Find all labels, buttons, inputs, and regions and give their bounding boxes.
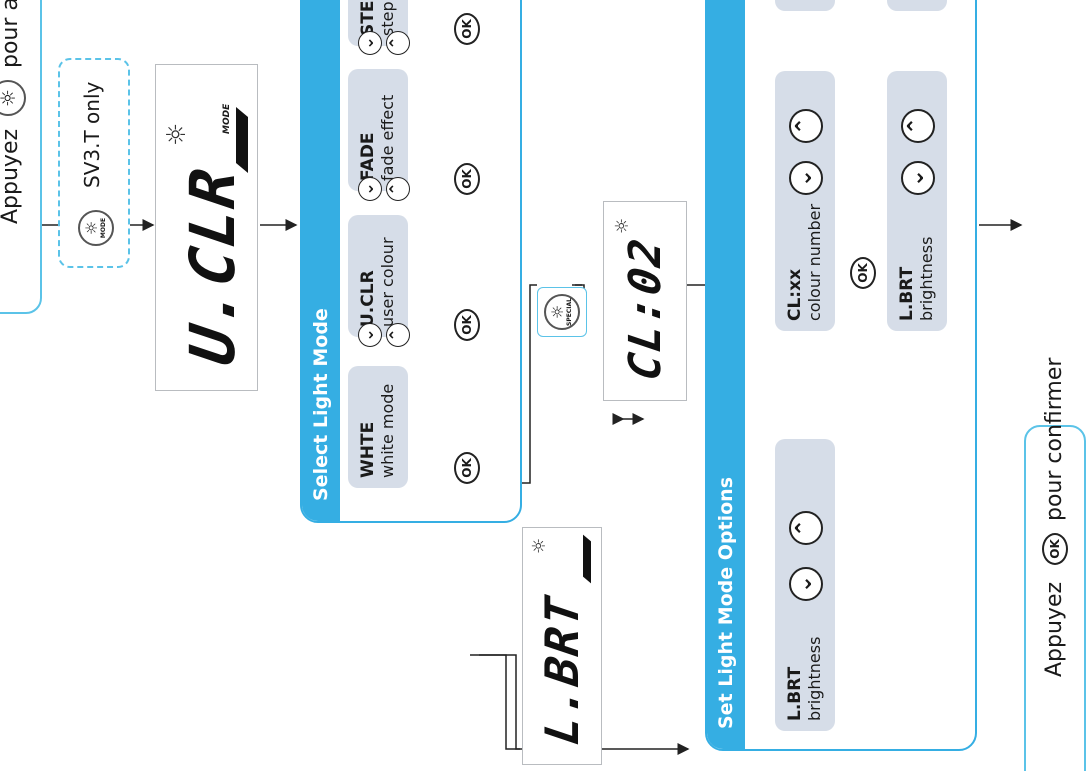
select-panel-title: Select Light Mode bbox=[302, 0, 340, 521]
select-mode-panel: Select Light Mode WHTE white mode U.CLR … bbox=[300, 0, 522, 523]
variant-note-text: SV3.T only bbox=[80, 81, 104, 188]
mode-code: U.CLR bbox=[358, 270, 378, 327]
colour-display-text: CL:02 bbox=[620, 233, 671, 384]
display-sun-icon: ☼ bbox=[162, 122, 192, 146]
mode-code: WHTE bbox=[358, 421, 378, 478]
chevron-up-icon: ⌃ bbox=[386, 177, 410, 201]
chevron-down-icon: ⌄ bbox=[789, 161, 823, 195]
ok-button-icon: OK bbox=[454, 163, 480, 195]
confirm-text-before: Appuyez bbox=[1042, 581, 1067, 677]
intro-box: Appuyez ☼ pour activer bbox=[0, 0, 42, 314]
chevron-down-icon: ⌄ bbox=[789, 567, 823, 601]
ok-button-icon: OK bbox=[454, 452, 480, 484]
option-box-fade-partial-2 bbox=[887, 0, 947, 11]
intro-text-before: Appuyez bbox=[0, 128, 23, 224]
option-box-colour-brightness: L.BRT brightness ⌄ ⌃ bbox=[887, 71, 947, 331]
chevron-up-icon: ⌃ bbox=[386, 323, 410, 347]
confirm-text-after: pour confirmer bbox=[1042, 357, 1067, 521]
chevron-up-icon: ⌃ bbox=[901, 109, 935, 143]
mode-button-icon: ☼MODE bbox=[78, 210, 114, 246]
option-box-colour-number: CL:xx colour number ⌄ ⌃ bbox=[775, 71, 835, 331]
display-sun-icon: ☼ bbox=[612, 217, 633, 234]
option-desc: l bbox=[805, 0, 824, 1]
mode-display-label: MODE bbox=[222, 103, 232, 134]
mode-box-fade: FADE fade effect bbox=[348, 69, 408, 191]
ok-button-icon: OK bbox=[454, 309, 480, 341]
level-bars-icon bbox=[583, 534, 591, 584]
ok-button-icon: OK bbox=[1042, 533, 1068, 565]
mode-desc: user colour bbox=[378, 237, 397, 327]
mode-display: ☼ U.CLR MODE bbox=[155, 64, 258, 391]
confirm-box: Appuyez OK pour confirmer bbox=[1024, 358, 1086, 771]
mode-display-text: U.CLR bbox=[176, 162, 249, 370]
special-button-frame: ☼SPECIAL bbox=[537, 287, 587, 337]
mode-code: FADE bbox=[358, 132, 378, 181]
display-sun-icon: ☼ bbox=[529, 537, 550, 554]
mode-desc: fade effect bbox=[378, 94, 397, 181]
brightness-display-text: L.BRT bbox=[535, 591, 589, 748]
chevron-down-icon: ⌄ bbox=[358, 323, 382, 347]
special-button-icon: ☼SPECIAL bbox=[544, 294, 580, 330]
variant-note-box: ☼MODE SV3.T only bbox=[58, 58, 130, 268]
option-box-fade-partial: L l bbox=[775, 0, 835, 11]
ok-button-icon: OK bbox=[454, 13, 480, 45]
chevron-up-icon: ⌃ bbox=[789, 109, 823, 143]
sun-button-icon: ☼ bbox=[0, 80, 26, 116]
ok-button-icon: OK bbox=[850, 257, 876, 289]
chevron-up-icon: ⌃ bbox=[789, 511, 823, 545]
intro-text-after: pour activer bbox=[0, 0, 23, 68]
option-box-white-brightness: L.BRT brightness ⌄ ⌃ bbox=[775, 439, 835, 731]
chevron-up-icon: ⌃ bbox=[386, 31, 410, 55]
level-bars-icon bbox=[236, 106, 248, 174]
brightness-display: ☼ L.BRT bbox=[522, 527, 602, 765]
chevron-down-icon: ⌄ bbox=[358, 31, 382, 55]
options-panel-title: Set Light Mode Options bbox=[707, 0, 745, 749]
colour-display: ☼ CL:02 bbox=[603, 201, 687, 401]
mode-desc: white mode bbox=[378, 383, 397, 478]
chevron-down-icon: ⌄ bbox=[358, 177, 382, 201]
mode-box-uclr: U.CLR user colour bbox=[348, 215, 408, 337]
chevron-down-icon: ⌄ bbox=[901, 161, 935, 195]
options-panel: Set Light Mode Options L.BRT brightness … bbox=[705, 0, 977, 751]
mode-box-whte: WHTE white mode bbox=[348, 366, 408, 488]
option-code: L bbox=[785, 0, 805, 1]
